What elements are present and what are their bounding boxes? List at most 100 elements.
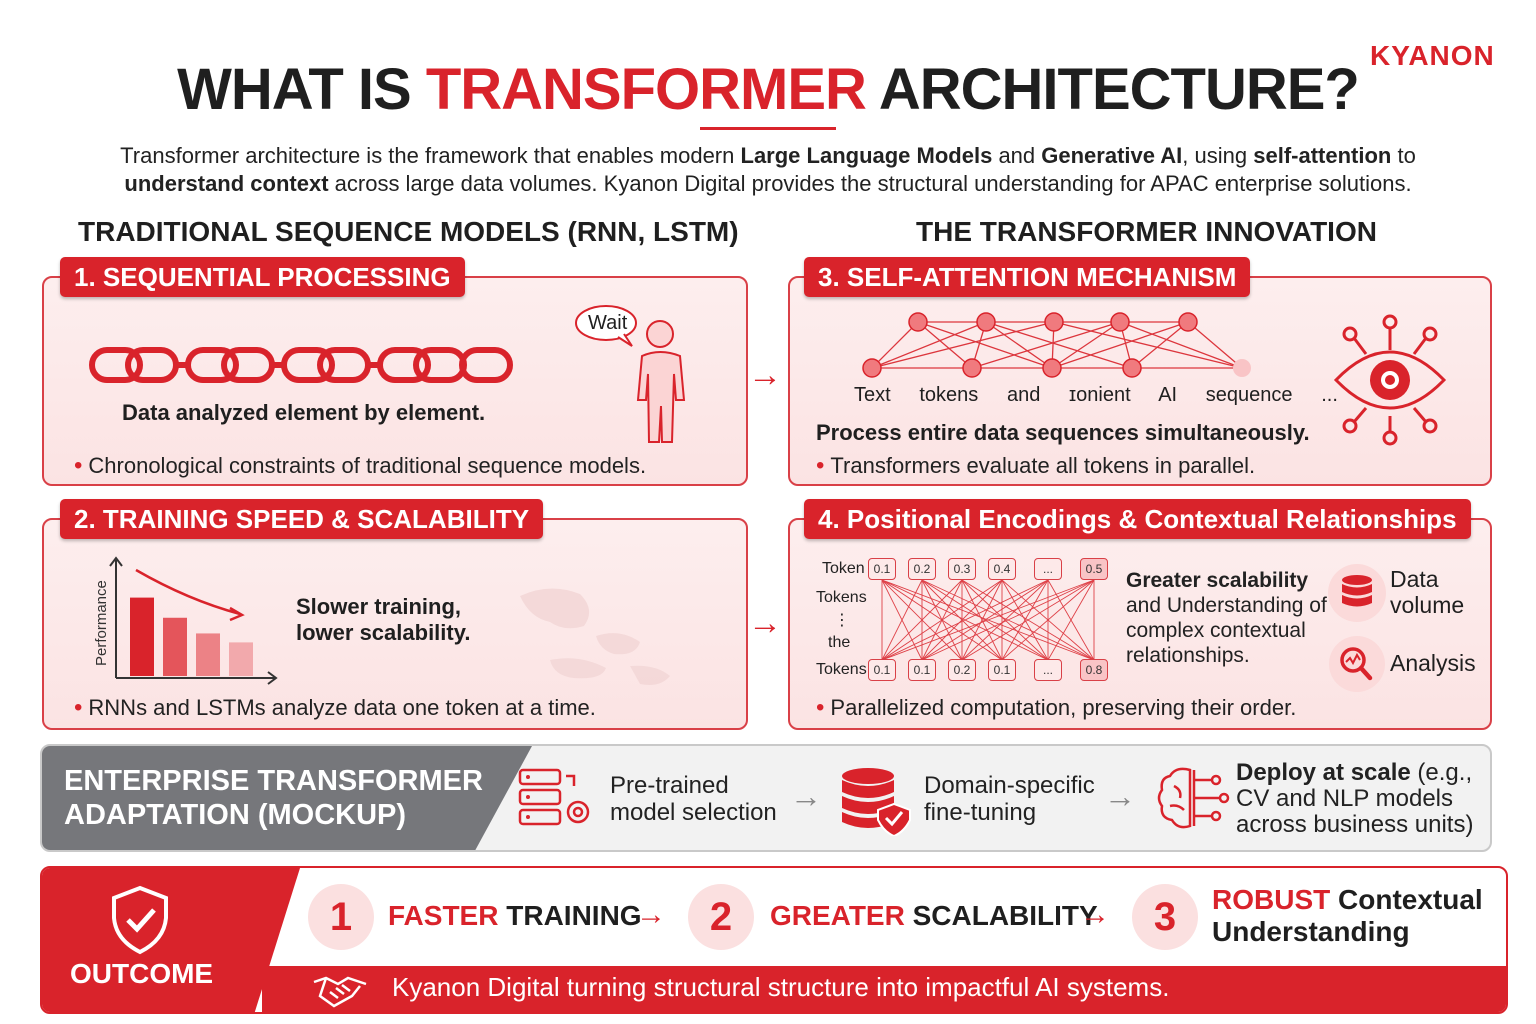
speech-bubble-icon [575,305,637,347]
scalability-line: relationships. [1126,644,1250,667]
row-label-tokens-bottom: Tokens [816,661,867,678]
token-label: ɪonient [1069,384,1131,406]
p3-bullet-text: Transformers evaluate all tokens in para… [830,453,1256,478]
bullet-dot-icon: • [74,694,83,721]
p1-bullet-text: Chronological constraints of traditional… [88,453,647,478]
enterprise-title-line2: ADAPTATION (MOCKUP) [64,799,407,831]
encoding-box-top: 0.5 [1080,558,1108,580]
outcome-greater-scalability: GREATER SCALABILITY [770,900,1098,932]
title-underline [700,127,836,130]
token-label: sequence [1205,384,1293,406]
arrow-right-icon: → [636,898,666,931]
scalability-line: and Understanding of [1126,594,1327,617]
step-pretrained-line1: Pre-trained [610,772,729,799]
step-finetuning-line1: Domain-specific [924,772,1095,799]
intro-bold: Large Language Models [740,143,993,168]
ai-brain-icon [1157,767,1230,829]
encoding-box-bottom: 0.1 [868,659,896,681]
analysis-label: Analysis [1390,650,1476,676]
apac-map-watermark [520,588,670,685]
p1-headline: Data analyzed element by element. [122,400,486,425]
analysis-magnifier-icon [1329,636,1385,692]
shield-check-icon [112,885,168,955]
database-icon [1328,564,1386,622]
performance-bar [163,617,187,676]
right-column-heading: THE TRANSFORMER INNOVATION [916,216,1377,247]
p1-bullet: •Chronological constraints of traditiona… [74,452,646,480]
intro-text: across large data volumes. Kyanon Digita… [328,171,1412,196]
chain-icon [89,347,513,383]
outcome-footer-text: Kyanon Digital turning structural struct… [392,972,1170,1002]
data-volume-line2: volume [1390,592,1465,618]
outcome-number: 2 [688,884,754,950]
performance-bar [196,633,220,676]
step-deploy-line2: CV and NLP models [1236,785,1454,812]
step-deploy-bold: Deploy at scale [1236,759,1411,786]
handshake-icon [313,976,367,1008]
step-finetuning-line2: fine-tuning [924,799,1037,826]
tab-sequential-processing: 1. SEQUENTIAL PROCESSING [60,257,465,297]
outcome-highlight: GREATER [770,900,905,931]
title-highlight: TRANSFORMER [425,57,867,122]
outcome-rest: Contextual [1330,884,1483,915]
intro-text: , using [1182,143,1254,168]
outcome-bar: OUTCOME 1 FASTER TRAINING → 2 GREATER SC… [40,866,1508,1014]
token-label: and [1006,384,1041,406]
data-volume-line1: Data [1390,566,1439,592]
step-deploy-rest: (e.g., [1410,759,1473,786]
p4-bullet-text: Parallelized computation, preserving the… [830,695,1297,720]
performance-axis-label: Performance [93,580,110,666]
token-label: tokens [919,384,979,406]
p2-headline-line1: Slower training, [296,594,462,619]
arrow-right-icon: → [1104,778,1136,814]
encoding-box-bottom: ... [1034,659,1062,681]
panel-positional-encodings [788,518,1492,730]
outcome-rest: SCALABILITY [904,900,1098,931]
intro-bold: understand context [124,171,329,196]
row-label-the: the [828,634,851,651]
title-suffix: ARCHITECTURE? [865,57,1360,122]
step-deploy: Deploy at scale (e.g., CV and NLP models… [1236,760,1473,838]
page-title: WHAT IS TRANSFORMER ARCHITECTURE? [0,56,1536,123]
encoding-box-bottom: 0.1 [908,659,936,681]
outcome-footer-strip [262,966,1506,1012]
positional-encoding-mesh [881,579,1095,661]
database-shield-icon [842,768,911,836]
outcome-line2: Understanding [1212,916,1410,947]
tab-positional-encodings: 4. Positional Encodings & Contextual Rel… [804,499,1471,539]
encoding-box-top: ... [1034,558,1062,580]
kyanon-logo: KYANON [1370,40,1495,71]
encoding-box-top: 0.2 [908,558,936,580]
arrow-right-icon: → [748,356,782,394]
wait-label: Wait [588,312,628,334]
intro-bold: Generative AI [1041,143,1183,168]
bullet-dot-icon: • [74,452,83,479]
token-row: Text tokens and ɪonient AI sequence ... [854,384,1338,407]
bullet-dot-icon: • [816,694,825,721]
p2-bullet: •RNNs and LSTMs analyze data one token a… [74,694,596,722]
token-label: Text [854,384,891,406]
intro-text: Transformer architecture is the framewor… [120,143,741,168]
outcome-number: 1 [308,884,374,950]
token-label: ... [1321,384,1338,406]
waiting-person-icon [636,320,686,443]
p3-bullet: •Transformers evaluate all tokens in par… [816,452,1255,480]
step-deploy-line3: across business units) [1236,811,1474,838]
left-column-heading: TRADITIONAL SEQUENCE MODELS (RNN, LSTM) [78,216,739,247]
p2-bullet-text: RNNs and LSTMs analyze data one token at… [88,695,596,720]
performance-bar [130,597,154,676]
outcome-rest: TRAINING [498,900,642,931]
row-label-token: Token [822,560,865,577]
title-prefix: WHAT IS [177,57,426,122]
outcome-title-block [42,868,300,1012]
p3-headline: Process entire data sequences simultaneo… [816,420,1310,445]
outcome-label: OUTCOME [70,958,214,989]
outcome-faster-training: FASTER TRAINING [388,900,642,932]
bullet-dot-icon: • [816,452,825,479]
arrow-right-icon: → [748,604,782,642]
scalability-bold: Greater scalability [1126,569,1309,592]
enterprise-title-line1: ENTERPRISE TRANSFORMER [64,765,483,797]
intro-text: and [992,143,1042,168]
